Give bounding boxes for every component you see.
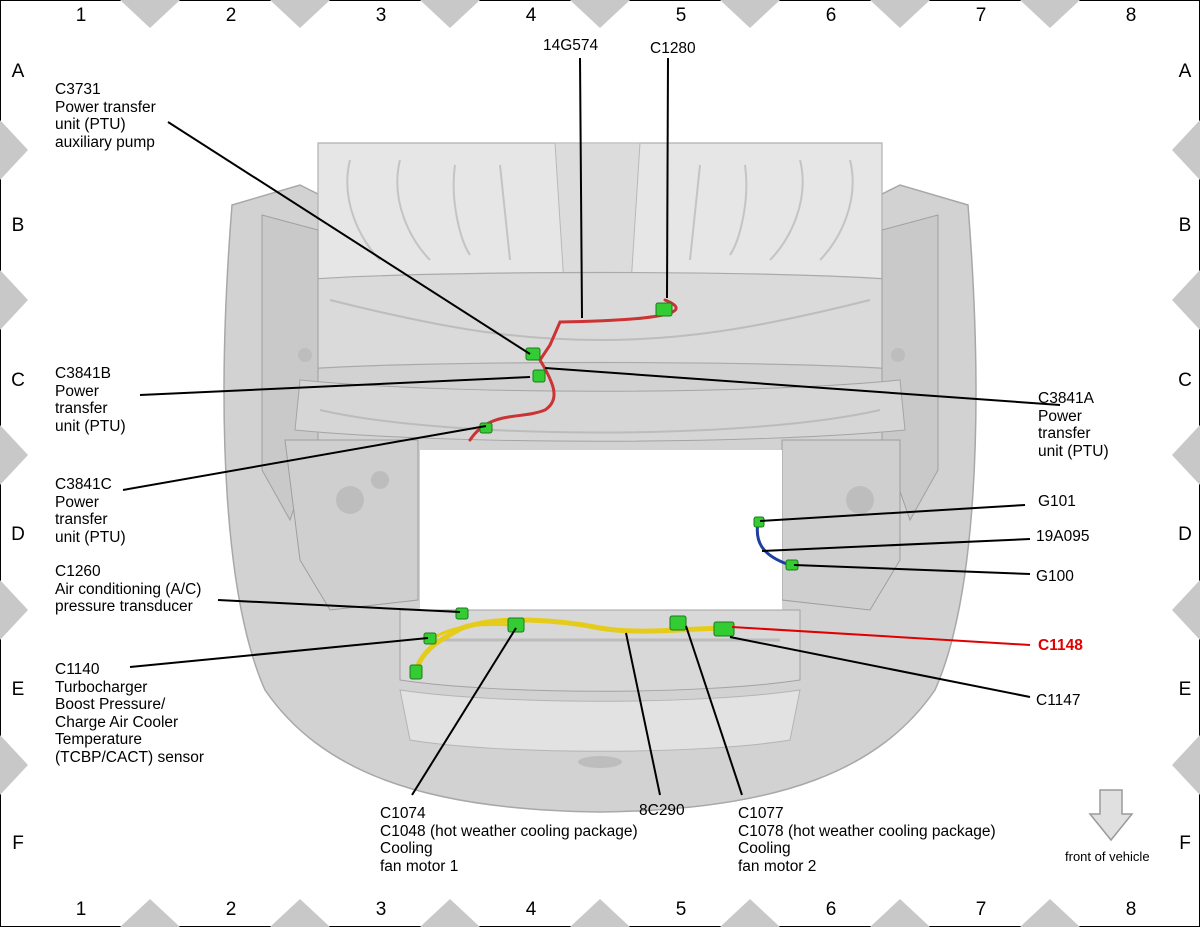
- grid-row-d: D: [11, 524, 25, 545]
- grid-row-e: E: [12, 679, 25, 700]
- label-c1148: C1148: [1038, 637, 1083, 654]
- grid-col-3: 3: [376, 5, 387, 26]
- vehicle-front-structure: [223, 142, 977, 813]
- label-c3841a: C3841A Power transfer unit (PTU): [1038, 390, 1109, 460]
- grid-col-6: 6: [826, 899, 837, 920]
- leader-lines: [122, 57, 1061, 796]
- grid-row-f: F: [1179, 833, 1191, 854]
- label-c3731: C3731 Power transfer unit (PTU) auxiliar…: [55, 81, 156, 151]
- harness-cooling-yellow: [412, 617, 733, 678]
- label-c1077: C1077 C1078 (hot weather cooling package…: [738, 805, 996, 875]
- label-g100: G100: [1036, 568, 1074, 585]
- grid-row-a: A: [1179, 61, 1192, 82]
- label-c3841b: C3841B Power transfer unit (PTU): [55, 365, 126, 435]
- grid-col-1: 1: [76, 899, 87, 920]
- connectors: [409, 302, 799, 680]
- label-c3841c: C3841C Power transfer unit (PTU): [55, 476, 126, 546]
- grid-row-b: B: [12, 215, 25, 236]
- grid-col-8: 8: [1126, 899, 1137, 920]
- grid-row-labels-left: A B C D E F: [11, 61, 25, 854]
- grid-row-labels-right: A B C D E F: [1178, 61, 1192, 854]
- label-c1074: C1074 C1048 (hot weather cooling package…: [380, 805, 638, 875]
- grid-row-b: B: [1179, 215, 1192, 236]
- grid-column-labels-top: 1 2 3 4 5 6 7 8: [76, 5, 1137, 26]
- grid-column-labels-bottom: 1 2 3 4 5 6 7 8: [76, 899, 1137, 920]
- label-14g574: 14G574: [543, 37, 599, 54]
- label-g101: G101: [1038, 493, 1076, 510]
- grid-col-7: 7: [976, 5, 987, 26]
- grid-col-5: 5: [676, 5, 687, 26]
- label-19a095: 19A095: [1036, 528, 1090, 545]
- grid-col-8: 8: [1126, 5, 1137, 26]
- grid-col-1: 1: [76, 5, 87, 26]
- grid-col-2: 2: [226, 899, 237, 920]
- label-8c290: 8C290: [639, 802, 685, 819]
- front-of-vehicle-label: front of vehicle: [1065, 849, 1150, 864]
- leader-line-c1148: [731, 626, 1031, 646]
- grid-row-c: C: [11, 370, 25, 391]
- grid-row-c: C: [1178, 370, 1192, 391]
- label-c1147: C1147: [1036, 692, 1081, 709]
- label-c1280: C1280: [650, 40, 696, 57]
- grid-col-5: 5: [676, 899, 687, 920]
- grid-col-2: 2: [226, 5, 237, 26]
- grid-col-6: 6: [826, 5, 837, 26]
- grid-col-3: 3: [376, 899, 387, 920]
- grid-row-a: A: [12, 61, 25, 82]
- grid-row-d: D: [1178, 524, 1192, 545]
- grid-row-e: E: [1179, 679, 1192, 700]
- grid-col-4: 4: [526, 899, 537, 920]
- grid-col-4: 4: [526, 5, 537, 26]
- grid-row-f: F: [12, 833, 24, 854]
- grid-col-7: 7: [976, 899, 987, 920]
- label-c1260: C1260 Air conditioning (A/C) pressure tr…: [55, 563, 202, 615]
- label-c1140: C1140 Turbocharger Boost Pressure/ Charg…: [55, 661, 204, 766]
- down-arrow-icon: [1088, 789, 1134, 842]
